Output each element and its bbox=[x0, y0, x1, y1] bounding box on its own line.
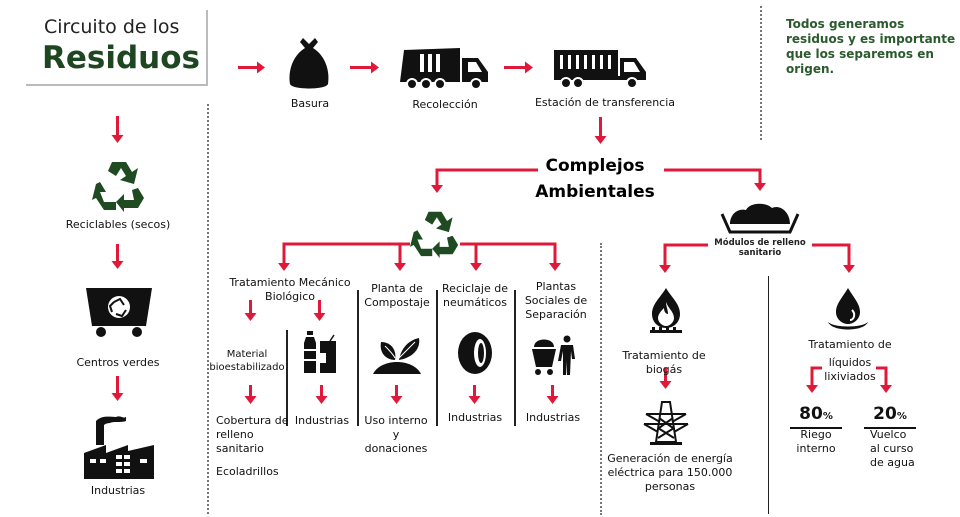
arrow-down bbox=[111, 116, 124, 143]
cart-person-icon bbox=[532, 335, 575, 375]
split-80-value: 80 bbox=[799, 404, 823, 424]
lixiviados-line1: Tratamiento de bbox=[808, 338, 892, 351]
arrow-tree-landfill bbox=[659, 243, 855, 273]
arrow-down bbox=[111, 244, 124, 269]
label-material-bioestabilizado: Material bioestabilizado bbox=[209, 349, 285, 373]
arrow-down bbox=[244, 300, 257, 321]
arrow-split-left bbox=[806, 366, 822, 393]
arrow-split-right bbox=[876, 366, 892, 393]
label-compostaje: Planta de Compostaje bbox=[364, 282, 430, 309]
output-industrias-plantas: Industrias bbox=[525, 411, 581, 424]
arrow-down bbox=[468, 385, 481, 404]
column-divider bbox=[357, 290, 359, 426]
slogan: Todos generamos residuos y es importante… bbox=[786, 17, 956, 76]
arrow-down bbox=[594, 117, 607, 144]
vuelco-line1: Vuelco bbox=[870, 428, 907, 441]
recycle-icon bbox=[410, 211, 459, 258]
arrow-down bbox=[111, 376, 124, 401]
label-basura: Basura bbox=[290, 97, 330, 110]
separator-top-right bbox=[760, 6, 762, 140]
garbage-truck-icon bbox=[400, 48, 488, 90]
title-box: Circuito de los Residuos bbox=[26, 10, 208, 86]
split-20: 20% bbox=[864, 404, 916, 429]
arrow-down bbox=[546, 385, 559, 404]
vuelco-line2: al curso bbox=[870, 442, 914, 455]
garbage-bag-icon bbox=[289, 38, 329, 89]
title-line1: Circuito de los bbox=[44, 16, 180, 38]
output-industrias-tmb: Industrias bbox=[294, 414, 350, 427]
split-80-unit: % bbox=[822, 411, 833, 422]
arrow-right bbox=[350, 61, 379, 74]
lixiviados-line2: líquidos bbox=[828, 356, 872, 369]
label-industrias-left: Industrias bbox=[90, 484, 146, 497]
output-industrias-neumaticos: Industrias bbox=[447, 411, 503, 424]
label-riego-interno: Riego interno bbox=[790, 428, 842, 456]
arrow-down bbox=[659, 368, 672, 389]
separator-left bbox=[207, 104, 209, 514]
label-modulos-relleno: Módulos de relleno sanitario bbox=[708, 238, 812, 258]
output-ecoladrillos: Ecoladrillos bbox=[216, 465, 279, 478]
gas-flame-icon bbox=[650, 288, 682, 333]
label-recoleccion: Recolección bbox=[412, 98, 478, 111]
arrow-down bbox=[313, 300, 326, 321]
complejos-line1: Complejos bbox=[545, 156, 645, 176]
label-tmb: Tratamiento Mecánico Biológico bbox=[229, 276, 351, 303]
label-vuelco: Vuelco al curso de agua bbox=[866, 428, 922, 470]
column-divider bbox=[514, 290, 516, 426]
bottle-can-icon bbox=[302, 331, 336, 373]
arrow-down bbox=[390, 385, 403, 404]
arrow-right bbox=[238, 61, 265, 74]
label-estacion-transferencia: Estación de transferencia bbox=[534, 96, 676, 109]
transfer-truck-icon bbox=[554, 50, 646, 89]
output-cobertura: Cobertura de relleno sanitario bbox=[216, 414, 289, 455]
label-plantas-sociales: Plantas Sociales de Separación bbox=[524, 280, 588, 321]
label-centros-verdes: Centros verdes bbox=[76, 356, 160, 369]
label-generacion-energia: Generación de energía eléctrica para 150… bbox=[607, 452, 733, 493]
output-uso-interno: Uso interno y donaciones bbox=[364, 414, 428, 455]
landfill-module-icon bbox=[720, 203, 800, 234]
column-divider bbox=[768, 276, 769, 514]
complejos-ambientales-title: Complejos Ambientales bbox=[530, 153, 660, 205]
vuelco-line3: de agua bbox=[870, 456, 915, 469]
sprout-icon bbox=[373, 338, 421, 374]
label-lixiviados: Tratamiento de líquidos lixiviados bbox=[790, 336, 910, 386]
arrow-down bbox=[315, 385, 328, 404]
tire-icon bbox=[458, 332, 492, 374]
split-20-unit: % bbox=[896, 411, 907, 422]
label-reciclables: Reciclables (secos) bbox=[65, 218, 171, 231]
water-drop-icon bbox=[828, 288, 868, 330]
split-80: 80% bbox=[790, 404, 842, 429]
label-biogas: Tratamiento de biogás bbox=[622, 349, 706, 376]
separator-middle bbox=[600, 243, 602, 515]
factory-icon bbox=[84, 416, 154, 479]
split-20-value: 20 bbox=[873, 404, 897, 424]
recycling-cart-icon bbox=[86, 288, 152, 337]
arrow-branch-right bbox=[664, 168, 766, 191]
complejos-line2: Ambientales bbox=[535, 182, 655, 202]
column-divider bbox=[436, 290, 438, 426]
riego-line2: interno bbox=[796, 442, 836, 455]
arrow-branch-left bbox=[431, 168, 538, 193]
power-tower-icon bbox=[643, 401, 689, 445]
label-neumaticos: Reciclaje de neumáticos bbox=[442, 282, 508, 309]
arrow-down bbox=[244, 385, 257, 404]
arrow-tree-recycle bbox=[278, 242, 561, 271]
recycle-icon bbox=[92, 162, 144, 212]
arrow-right bbox=[504, 61, 533, 74]
lixiviados-line3: lixiviados bbox=[824, 370, 876, 383]
riego-line1: Riego bbox=[800, 428, 832, 441]
title-main: Residuos bbox=[42, 40, 200, 76]
column-divider bbox=[286, 330, 288, 426]
